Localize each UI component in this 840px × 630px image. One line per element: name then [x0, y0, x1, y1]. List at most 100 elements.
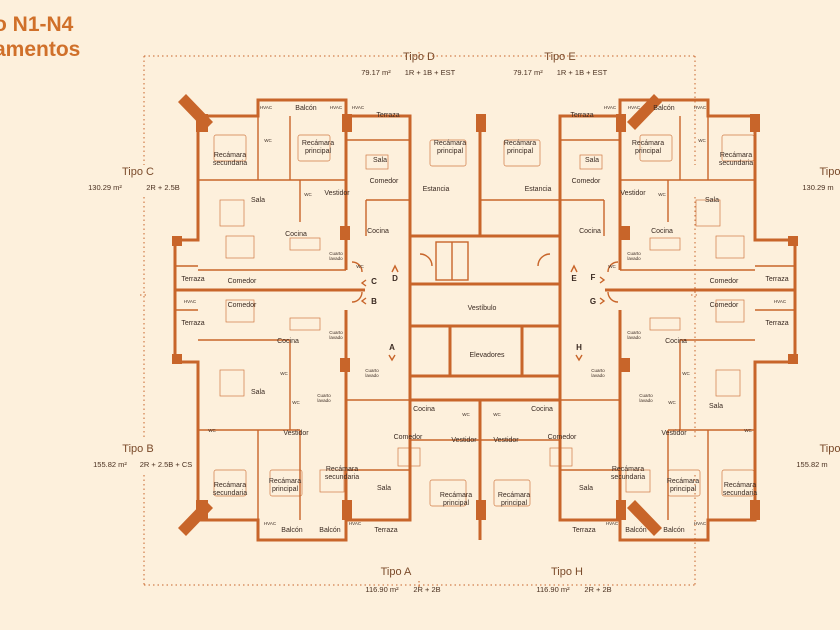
- cocina-label: Cocina: [579, 228, 601, 235]
- access-letter-a: A: [389, 343, 395, 352]
- lavado-label: lavado: [627, 256, 641, 261]
- cuarto-label: Cuarto: [329, 251, 343, 256]
- recamara-label: Recámara: [720, 152, 752, 159]
- vestidor-label: Vestidor: [620, 190, 646, 197]
- hvac-label: HVAC: [694, 105, 707, 110]
- secundaria-label: secundaria: [325, 474, 359, 481]
- doors: [351, 253, 619, 303]
- recamara-label: Recámara: [326, 466, 358, 473]
- sala-label: Sala: [377, 485, 391, 492]
- cuarto-label: Cuarto: [627, 251, 641, 256]
- principal-label: principal: [272, 486, 299, 493]
- wc-label: WC: [208, 428, 216, 433]
- elevadores-label: Elevadores: [469, 352, 505, 359]
- principal-label: principal: [501, 500, 528, 507]
- cocina-label: Cocina: [665, 338, 687, 345]
- vestidor-label: Vestidor: [493, 437, 519, 444]
- access-letters: A B C D E F G H: [360, 264, 606, 362]
- recamara-label: Recámara: [498, 492, 530, 499]
- access-letter-c: C: [371, 277, 377, 286]
- unit-label: Tipo E: [544, 51, 575, 63]
- unit-tipo-b: Tipo B 155.82 m² 2R + 2.5B + CS: [93, 443, 192, 469]
- wc-label: WC: [668, 400, 676, 405]
- vestidor-label: Vestidor: [451, 437, 477, 444]
- arrow-left-icon: [360, 279, 367, 287]
- lavado-label: lavado: [591, 373, 605, 378]
- cocina-label: Cocina: [531, 406, 553, 413]
- hvac-label: HVAC: [774, 299, 787, 304]
- access-letter-h: H: [576, 343, 582, 352]
- recamara-label: Recámara: [612, 466, 644, 473]
- cocina-label: Cocina: [651, 228, 673, 235]
- recamara-label: Recámara: [214, 152, 246, 159]
- balcon-label: Balcón: [653, 105, 675, 112]
- unit-area: 79.17 m²: [361, 68, 391, 77]
- hvac-label: HVAC: [352, 105, 365, 110]
- unit-tipo-h: Tipo H 116.90 m² 2R + 2B: [536, 566, 611, 594]
- unit-tipo-f: Tipo 130.29 m: [802, 166, 840, 192]
- arrow-right-icon: [599, 276, 606, 284]
- comedor-label: Comedor: [548, 434, 577, 441]
- comedor-label: Comedor: [394, 434, 423, 441]
- vestidor-label: Vestidor: [661, 430, 687, 437]
- arrow-left-icon: [360, 297, 367, 305]
- unit-area: 155.82 m: [796, 460, 827, 469]
- unit-tipo-e: Tipo E 79.17 m² 1R + 1B + EST: [513, 51, 607, 77]
- interior-partitions: [175, 116, 795, 520]
- recamara-label: Recámara: [214, 482, 246, 489]
- lavado-label: lavado: [317, 398, 331, 403]
- access-letter-b: B: [371, 297, 377, 306]
- unit-label: Tipo H: [551, 566, 583, 578]
- principal-label: principal: [443, 500, 470, 507]
- unit-area: 116.90 m²: [536, 585, 570, 594]
- access-letter-e: E: [571, 274, 577, 283]
- comedor-label: Comedor: [228, 278, 257, 285]
- unit-label: Tipo B: [122, 443, 153, 455]
- terraza-label: Terraza: [572, 527, 595, 534]
- cuarto-label: Cuarto: [329, 330, 343, 335]
- unit-area: 130.29 m²: [88, 183, 122, 192]
- comedor-label: Comedor: [370, 178, 399, 185]
- unit-tipo-a: Tipo A 116.90 m² 2R + 2B: [365, 566, 440, 594]
- arrow-up-icon: [570, 264, 578, 273]
- lavado-label: lavado: [627, 335, 641, 340]
- recamara-label: Recámara: [302, 140, 334, 147]
- wc-label: WC: [744, 428, 752, 433]
- unit-config: 2R + 2.5B + CS: [140, 460, 193, 469]
- access-letter-d: D: [392, 274, 398, 283]
- secundaria-label: secundaria: [213, 490, 247, 497]
- unit-config: 1R + 1B + EST: [557, 68, 608, 77]
- secundaria-label: secundaria: [611, 474, 645, 481]
- hvac-label: HVAC: [184, 299, 197, 304]
- estancia-label: Estancia: [525, 186, 552, 193]
- cuarto-label: Cuarto: [317, 393, 331, 398]
- hvac-label: HVAC: [264, 521, 277, 526]
- hvac-label: HVAC: [260, 105, 273, 110]
- sala-label: Sala: [373, 157, 387, 164]
- cocina-label: Cocina: [285, 231, 307, 238]
- principal-label: principal: [635, 148, 662, 155]
- recamara-label: Recámara: [504, 140, 536, 147]
- arrow-up-icon: [391, 264, 399, 273]
- core: [408, 234, 562, 378]
- furniture: [213, 134, 755, 507]
- cuarto-label: Cuarto: [639, 393, 653, 398]
- comedor-label: Comedor: [710, 278, 739, 285]
- terraza-label: Terraza: [181, 276, 204, 283]
- access-letter-g: G: [590, 297, 596, 306]
- hvac-label: HVAC: [628, 105, 641, 110]
- balcon-label: Balcón: [625, 527, 647, 534]
- secundaria-label: secundaria: [723, 490, 757, 497]
- balcon-label: Balcón: [295, 105, 317, 112]
- hvac-label: HVAC: [606, 521, 619, 526]
- wc-label: WC: [356, 264, 364, 269]
- recamara-label: Recámara: [632, 140, 664, 147]
- sala-label: Sala: [709, 403, 723, 410]
- cocina-label: Cocina: [367, 228, 389, 235]
- wc-label: WC: [462, 412, 470, 417]
- wc-label: WC: [264, 138, 272, 143]
- balcon-label: Balcón: [663, 527, 685, 534]
- unit-label: Tipo A: [381, 566, 412, 578]
- lavado-label: lavado: [329, 335, 343, 340]
